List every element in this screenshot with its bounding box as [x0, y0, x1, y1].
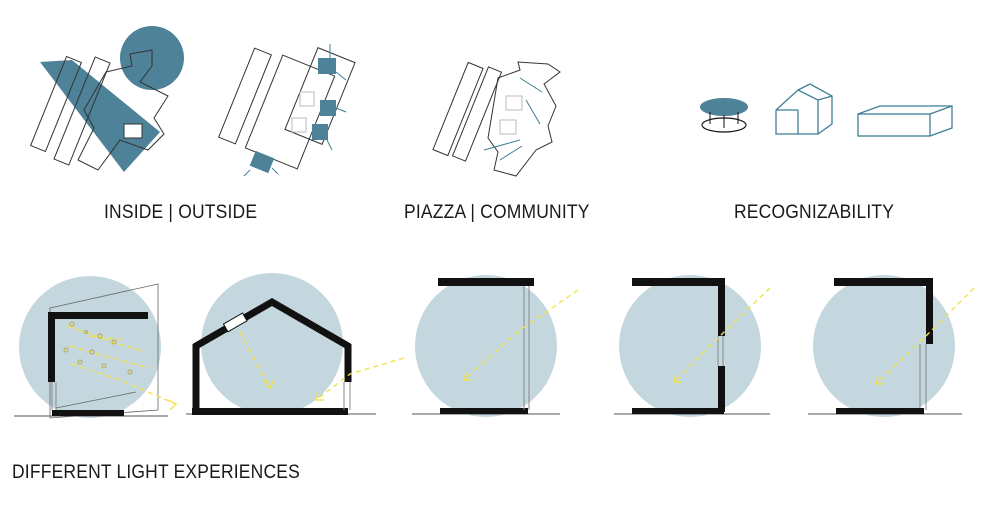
building-bar	[29, 55, 83, 153]
light-ray	[673, 287, 771, 383]
annotation-line	[325, 137, 333, 151]
light-circle	[201, 273, 343, 415]
house-icon	[775, 83, 833, 135]
wall-right-lower	[718, 366, 725, 412]
annotation-line	[271, 167, 279, 175]
annotation-line	[519, 77, 543, 93]
floor-slab	[440, 408, 528, 414]
light-circle	[619, 275, 761, 417]
grey-room	[291, 117, 307, 133]
plan-inside-outside	[29, 26, 184, 172]
teal-room	[318, 58, 336, 74]
annotation-line	[335, 71, 347, 81]
light-circle	[19, 276, 161, 418]
wall-right-upper	[718, 278, 725, 336]
light-circle	[415, 275, 557, 417]
caption-recognizability: RECOGNIZABILITY	[734, 202, 895, 223]
wall-top	[48, 312, 148, 319]
courtyard	[123, 123, 143, 139]
light-rays	[239, 331, 405, 401]
annotation-line	[525, 99, 541, 125]
roof-slab	[438, 278, 534, 286]
floor-slab	[192, 408, 348, 415]
building-bar	[53, 56, 111, 166]
roof-slab	[834, 278, 932, 286]
annotation-line	[499, 145, 523, 161]
building-block	[487, 61, 561, 177]
annotation-line	[335, 107, 347, 113]
caption-light-experiences: DIFFERENT LIGHT EXPERIENCES	[12, 462, 300, 483]
annotation-line	[243, 169, 251, 177]
roof-window	[222, 312, 248, 333]
light-ray	[463, 289, 579, 381]
light-circle	[813, 275, 955, 417]
plan-inside-outside-2	[218, 44, 356, 177]
plan-piazza-community	[432, 61, 561, 177]
light-section-1	[14, 276, 177, 419]
floor-slab	[632, 408, 724, 414]
building-bar	[432, 61, 484, 157]
light-section-5	[808, 275, 975, 417]
floor-slab	[836, 408, 924, 414]
light-section-3	[412, 275, 579, 417]
building-block	[77, 49, 169, 171]
roof-slab	[632, 278, 724, 286]
teal-room	[320, 100, 336, 116]
wall-left	[48, 312, 55, 382]
light-section-2	[186, 273, 405, 415]
caption-inside-outside: INSIDE | OUTSIDE	[104, 202, 258, 223]
building-bar	[451, 66, 503, 162]
caption-piazza-community: PIAZZA | COMMUNITY	[404, 202, 590, 223]
wall-right	[926, 278, 933, 344]
light-ray	[875, 287, 975, 385]
grey-room	[505, 95, 523, 111]
teal-room	[249, 150, 275, 174]
building-bar	[218, 47, 272, 145]
grey-room	[299, 91, 315, 107]
building-wing	[284, 47, 356, 145]
light-section-4	[614, 275, 771, 417]
house-section-wall	[192, 297, 352, 412]
grey-room	[499, 119, 517, 135]
floor-slab	[52, 410, 124, 416]
annotation-line	[483, 139, 521, 151]
pavilion-roof-icon	[700, 98, 748, 116]
recognizability-icons	[700, 83, 953, 137]
ray-arrowheads	[167, 371, 884, 411]
light-dots	[63, 321, 133, 375]
sill-line	[55, 391, 137, 409]
teal-room	[312, 124, 328, 140]
box-icon	[857, 105, 953, 137]
